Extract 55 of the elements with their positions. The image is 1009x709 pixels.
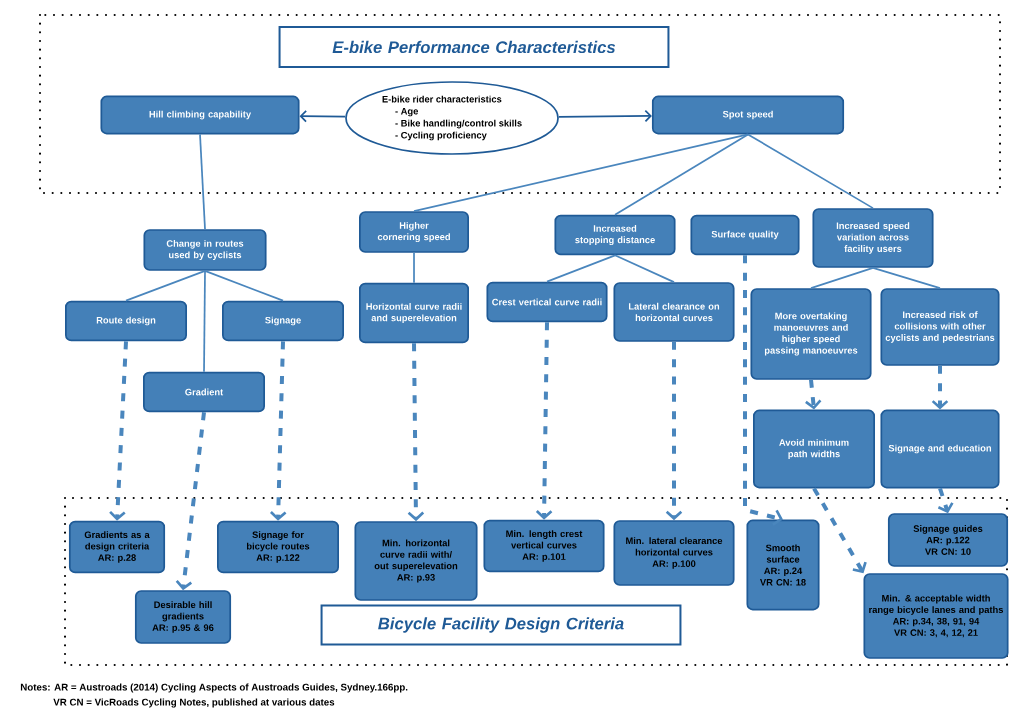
criteria-box: Min. lateral clearance horizontal curves AR: p.100 — [613, 520, 735, 586]
connector-line — [203, 270, 206, 373]
criteria-box: Min. length crest vertical curves AR: p.101 — [483, 519, 605, 573]
note-text: VR CN = VicRoads Cycling Notes, published at various dates — [53, 698, 335, 708]
connector-line — [872, 267, 941, 289]
arrow — [812, 487, 867, 574]
arrow — [805, 379, 822, 410]
process-box: Increased speed variation across facility users — [812, 208, 934, 268]
connector-line — [199, 133, 206, 230]
process-box: Spot speed — [651, 95, 845, 135]
process-box: Lateral clearance on horizontal curves — [613, 282, 735, 342]
process-box: Signage and education — [880, 409, 1000, 489]
connector-line — [413, 133, 749, 212]
process-box: Hill climbing capability — [100, 95, 300, 135]
process-box: Crest vertical curve radii — [486, 281, 608, 323]
criteria-box: Desirable hill gradients AR: p.95 & 96 — [134, 590, 232, 644]
arrow — [535, 322, 553, 520]
process-box: Route design — [65, 300, 187, 342]
criteria-box: Smooth surface AR: p.24 VR CN: 18 — [746, 519, 820, 611]
arrow — [665, 341, 683, 521]
criteria-box: Gradients as a design criteria AR: p.28 — [68, 520, 166, 574]
process-box: Change in routes used by cyclists — [143, 229, 267, 271]
process-box: Avoid minimum path widths — [753, 409, 875, 489]
criteria-box: Signage guides AR: p.122 VR CN: 10 — [887, 513, 1009, 567]
process-box: Signage — [222, 300, 344, 342]
process-box: Increased risk of collisions with other cyclists and pedestrians — [880, 288, 1000, 366]
connector-line — [614, 133, 749, 216]
process-box: Higher cornering speed — [359, 211, 469, 253]
note-text: Notes: AR = Austroads (2014) Cycling Aspects of Austroads Guides, Sydney.166pp. — [20, 683, 408, 693]
criteria-box: Signage for bicycle routes AR: p.122 — [217, 520, 339, 574]
connector-line — [413, 252, 415, 284]
connector-line — [204, 270, 284, 302]
process-box: Surface quality — [690, 214, 800, 256]
connector-line — [747, 133, 874, 209]
connector-line — [810, 267, 874, 289]
process-box: Increased stopping distance — [554, 214, 676, 256]
connector-line — [546, 254, 616, 283]
arrow — [557, 109, 652, 123]
arrow — [175, 412, 206, 591]
arrow — [270, 341, 287, 521]
arrow — [299, 110, 347, 123]
arrow — [937, 487, 954, 514]
connector-line — [614, 254, 675, 283]
arrow — [743, 255, 783, 526]
process-box: Gradient — [143, 371, 265, 413]
arrow — [109, 341, 128, 521]
title-box: E-bike Performance Characteristics — [278, 26, 670, 68]
arrow — [407, 343, 425, 522]
arrow — [931, 365, 949, 410]
process-box: Horizontal curve radii and superelevation — [359, 282, 469, 344]
process-box: More overtaking manoeuvres and higher speed passing manoeuvres — [750, 288, 872, 380]
title-box: Bicycle Facility Design Criteria — [320, 604, 682, 646]
criteria-box: Min. horizontal curve radii with/ out superelevation AR: p.93 — [354, 521, 478, 601]
connector-line — [125, 270, 206, 302]
criteria-box: Min. & acceptable width range bicycle lanes and paths AR: p.34, 38, 91, 94 VR CN: 3, 4, 12, 21 — [863, 573, 1009, 659]
